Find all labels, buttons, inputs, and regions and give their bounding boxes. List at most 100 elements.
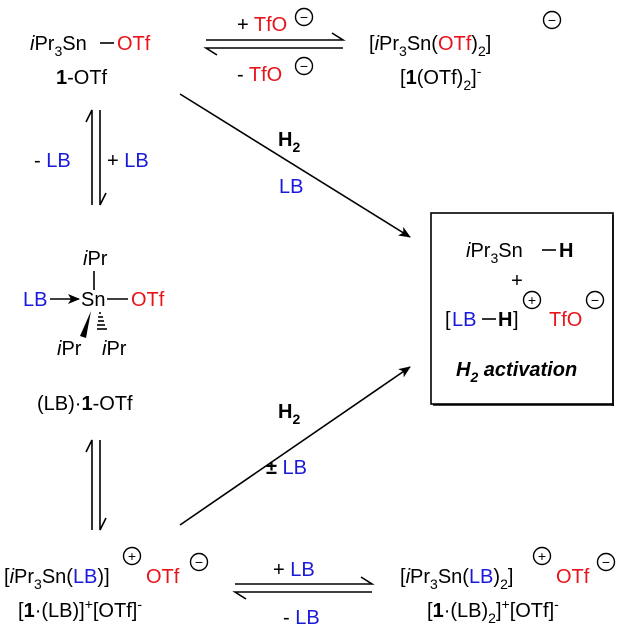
- tin-symbol: Sn: [498, 240, 522, 262]
- subscript-2: 2: [463, 77, 471, 93]
- lewis-base: LB: [73, 566, 97, 588]
- label-text: -OTf: [93, 393, 133, 415]
- tin-symbol: Sn(: [407, 33, 438, 55]
- lewis-base: LB: [23, 289, 47, 311]
- compound-1-otf: iPr3Sn OTf 1-OTf: [30, 33, 151, 89]
- compound-number: 1: [433, 600, 444, 622]
- bracket: [: [4, 566, 10, 588]
- pr-text: Pr: [87, 248, 107, 270]
- subscript-2: 2: [292, 411, 300, 427]
- lewis-base: LB: [279, 176, 303, 198]
- paren: ): [493, 566, 500, 588]
- plus-sign: +: [237, 14, 254, 36]
- subscript-2: 2: [292, 139, 300, 155]
- hydrogen: H: [456, 359, 471, 381]
- svg-text:[1·(LB)2]+[OTf]-: [1·(LB)2]+[OTf]-: [427, 596, 559, 626]
- bracket: [: [427, 600, 433, 622]
- svg-text:iPr3Sn: iPr3Sn: [466, 240, 523, 266]
- activation-caption: activation: [478, 359, 577, 381]
- label-text: ·(LB): [444, 600, 488, 622]
- bracket: ]: [508, 566, 514, 588]
- pr-text: Pr: [34, 33, 54, 55]
- compound-number: 1: [24, 600, 35, 622]
- pr-text: Pr: [61, 338, 81, 360]
- negative-charge: −: [548, 12, 556, 28]
- label-text: [OTf]: [93, 600, 137, 622]
- label-text: ·(LB)]: [35, 600, 85, 622]
- equilibrium-triflate: + TfO − - TfO −: [203, 7, 346, 86]
- positive-charge-circle: [522, 290, 542, 310]
- subscript-2: 2: [488, 610, 496, 626]
- lewis-base: LB: [469, 566, 493, 588]
- equilibrium-lb-vertical: - LB + LB: [34, 109, 149, 206]
- tin-symbol: Sn(: [42, 566, 73, 588]
- svg-text:iPr: iPr: [57, 338, 82, 360]
- forward-half-arrow: [206, 32, 346, 41]
- paren: ): [471, 33, 478, 55]
- label-text: (OTf): [417, 67, 464, 89]
- bracket: ]: [496, 600, 502, 622]
- svg-text:iPr3Sn: iPr3Sn: [30, 33, 87, 59]
- bracket: [: [369, 33, 375, 55]
- triflate-anion: OTf: [556, 566, 590, 588]
- ipr-italic-i: i: [102, 338, 107, 360]
- minus-sign: -: [237, 64, 249, 86]
- forward-half-arrow: [235, 576, 375, 585]
- pr-text: Pr: [106, 338, 126, 360]
- triflate-anion: TfO: [549, 309, 582, 331]
- svg-text:H2: H2: [278, 129, 300, 155]
- bracket: )]: [97, 566, 109, 588]
- pr-text: Pr: [410, 566, 430, 588]
- label-text: [OTf]: [510, 600, 554, 622]
- tin-symbol: Sn: [81, 289, 105, 311]
- arrow-h2-lb: H2 LB: [179, 93, 411, 238]
- subscript-2: 2: [469, 369, 478, 385]
- svg-text:H2 activation: H2 activation: [456, 359, 577, 385]
- positive-charge: +: [528, 292, 536, 308]
- svg-text:[iPr3Sn(LB)2]: [iPr3Sn(LB)2]: [400, 566, 513, 592]
- svg-text:- LB: - LB: [283, 607, 320, 626]
- svg-text:- LB: - LB: [34, 150, 71, 172]
- ipr-italic-i: i: [375, 33, 380, 55]
- up-half-arrow: [85, 109, 93, 205]
- svg-text:+ LB: + LB: [273, 559, 315, 581]
- svg-text:- TfO: - TfO: [237, 64, 282, 86]
- wedge-bond: [80, 311, 91, 338]
- bracket: ]: [471, 67, 477, 89]
- compound-number: 1: [81, 393, 92, 415]
- negative-charge: −: [300, 58, 308, 74]
- svg-text:[1(OTf)2]-: [1(OTf)2]-: [400, 63, 482, 93]
- lewis-base: LB: [46, 150, 70, 172]
- ipr-italic-i: i: [466, 240, 471, 262]
- compound-lb-adduct: iPr LB Sn OTf iPr iPr (LB)·1-OTf: [23, 248, 165, 415]
- compound-1-lb2-cation: [iPr3Sn(LB)2] + OTf − [1·(LB)2]+[OTf]-: [400, 546, 616, 626]
- equilibrium-vertical-lower: [85, 439, 107, 531]
- tin-symbol: Sn: [62, 33, 86, 55]
- negative-charge-circle: [294, 56, 314, 76]
- otf-group: OTf: [438, 33, 472, 55]
- plus-minus-sign: ±: [266, 457, 283, 479]
- subscript-2: 2: [478, 43, 486, 59]
- box-border: [430, 212, 614, 405]
- compound-number: 1: [56, 67, 67, 89]
- svg-text:[1·(LB)]+[OTf]-: [1·(LB)]+[OTf]-: [18, 596, 142, 622]
- negative-charge: −: [195, 554, 203, 570]
- ipr-italic-i: i: [83, 248, 88, 270]
- pr-text: Pr: [379, 33, 399, 55]
- plus-sign: +: [273, 559, 290, 581]
- product-box: iPr3Sn H + [ LB H ] + TfO − H2 activatio…: [430, 212, 614, 406]
- svg-text:[iPr3Sn(OTf)2]: [iPr3Sn(OTf)2]: [369, 33, 491, 59]
- up-half-arrow: [85, 439, 93, 530]
- positive-charge: +: [128, 548, 136, 564]
- lewis-base: LB: [295, 607, 319, 626]
- ipr-italic-i: i: [406, 566, 411, 588]
- minus-sign: -: [34, 150, 46, 172]
- subscript-3: 3: [430, 576, 438, 592]
- triflate-anion: TfO: [249, 64, 282, 86]
- charge-superscript: -: [554, 596, 559, 612]
- subscript-3: 3: [54, 43, 62, 59]
- ipr-italic-i: i: [30, 33, 35, 55]
- plus-sign: +: [107, 150, 124, 172]
- lewis-base: LB: [124, 150, 148, 172]
